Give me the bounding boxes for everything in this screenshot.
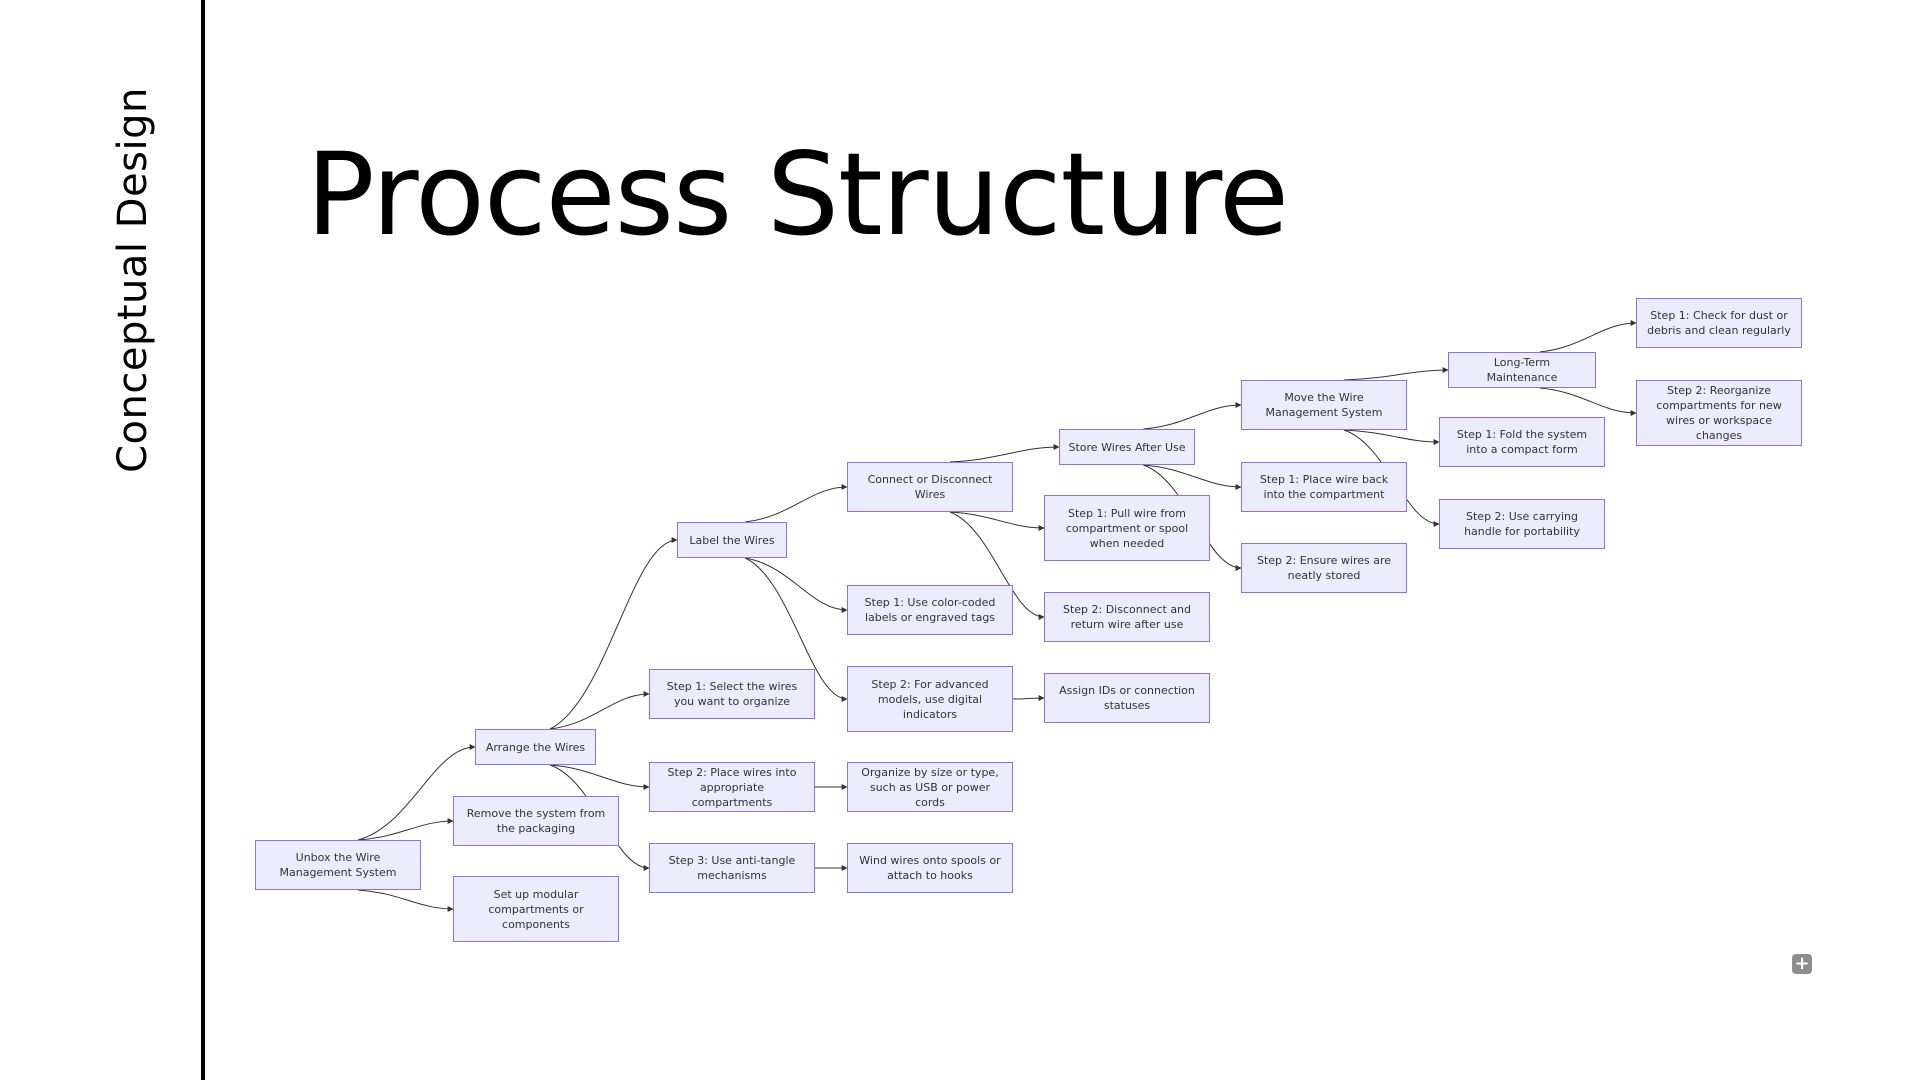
flowchart-edge-store-to-sto-s1 <box>1143 464 1242 490</box>
flowchart-node-lab-s2: Step 2: For advanced models, use digital… <box>847 666 1013 732</box>
page-title: Process Structure <box>306 128 1289 261</box>
flowchart-node-arr-s2: Step 2: Place wires into appropriate com… <box>649 762 815 812</box>
flowchart-edge-arrange-to-arr-s1 <box>549 691 650 730</box>
flowchart-node-lab-s1: Step 1: Use color-coded labels or engrav… <box>847 585 1013 635</box>
flowchart-edge-label-to-lab-s1 <box>745 557 848 613</box>
flowchart-node-remove: Remove the system from the packaging <box>453 796 619 846</box>
flowchart-edge-unbox-to-arrange <box>357 744 476 841</box>
flowchart-node-move: Move the Wire Management System <box>1241 380 1407 430</box>
flowchart-edge-unbox-to-remove <box>357 818 454 841</box>
flowchart-node-arr-s3: Step 3: Use anti-tangle mechanisms <box>649 843 815 893</box>
flowchart-node-connect: Connect or Disconnect Wires <box>847 462 1013 512</box>
flowchart-edge-store-to-move <box>1143 402 1242 430</box>
flowchart-edge-arrange-to-label <box>549 537 678 730</box>
flowchart-node-store: Store Wires After Use <box>1059 429 1195 465</box>
flowchart-edge-connect-to-con-s2 <box>949 511 1045 620</box>
flowchart-node-sto-s2: Step 2: Ensure wires are neatly stored <box>1241 543 1407 593</box>
flowchart-edge-label-to-connect <box>745 484 848 523</box>
flowchart-node-organize: Organize by size or type, such as USB or… <box>847 762 1013 812</box>
flowchart-node-mai-s1: Step 1: Check for dust or debris and cle… <box>1636 298 1802 348</box>
flowchart-edge-move-to-maint <box>1343 367 1449 381</box>
plus-square-icon: + <box>1794 953 1810 974</box>
flowchart-node-setup: Set up modular compartments or component… <box>453 876 619 942</box>
vertical-divider <box>201 0 205 1080</box>
flowchart-node-sto-s1: Step 1: Place wire back into the compart… <box>1241 462 1407 512</box>
flowchart-edge-connect-to-con-s1 <box>949 511 1045 531</box>
expand-diagram-button[interactable]: + <box>1792 954 1812 974</box>
flowchart-node-arrange: Arrange the Wires <box>475 729 596 765</box>
flowchart-node-mov-s1: Step 1: Fold the system into a compact f… <box>1439 417 1605 467</box>
flowchart-node-arr-s1: Step 1: Select the wires you want to org… <box>649 669 815 719</box>
flowchart-node-con-s1: Step 1: Pull wire from compartment or sp… <box>1044 495 1210 561</box>
flowchart-node-label: Label the Wires <box>677 522 787 558</box>
flowchart-node-mov-s2: Step 2: Use carrying handle for portabil… <box>1439 499 1605 549</box>
flowchart-node-assign: Assign IDs or connection statuses <box>1044 673 1210 723</box>
flowchart-edge-label-to-lab-s2 <box>744 557 848 702</box>
flowchart-edge-arrange-to-arr-s2 <box>549 764 650 790</box>
flowchart-node-mai-s2: Step 2: Reorganize compartments for new … <box>1636 380 1802 446</box>
flowchart-edge-connect-to-store <box>949 444 1060 463</box>
flowchart-node-unbox: Unbox the Wire Management System <box>255 840 421 890</box>
flowchart-node-wind: Wind wires onto spools or attach to hook… <box>847 843 1013 893</box>
flowchart-node-con-s2: Step 2: Disconnect and return wire after… <box>1044 592 1210 642</box>
flowchart-edge-move-to-mov-s1 <box>1343 429 1440 445</box>
flowchart-node-maint: Long-Term Maintenance <box>1448 352 1596 388</box>
flowchart-edge-maint-to-mai-s1 <box>1539 320 1637 353</box>
flowchart-edge-lab-s2-to-assign <box>1012 695 1045 702</box>
flowchart-edge-unbox-to-setup <box>357 889 454 912</box>
flowchart-edge-maint-to-mai-s2 <box>1539 387 1637 416</box>
